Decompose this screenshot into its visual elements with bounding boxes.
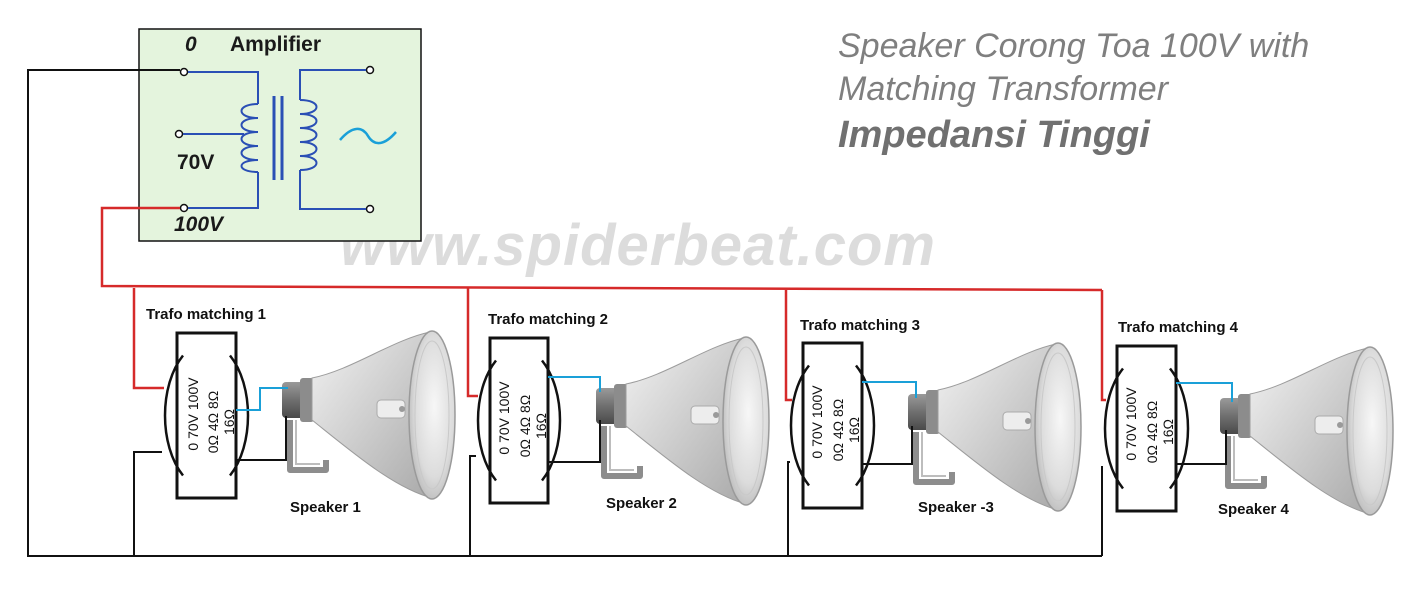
trafo-2-box — [488, 336, 550, 505]
trafo-4-title: Trafo matching 4 — [1118, 319, 1239, 336]
amp-terminal-70v — [174, 129, 184, 139]
trafo-2-primary-coil-icon — [476, 359, 497, 482]
trafo-1-secondary-coil-icon — [229, 354, 250, 477]
amplifier-title: Amplifier — [230, 33, 322, 56]
trafo-2-left-taps: 0 70V 100V — [496, 381, 512, 455]
trafo-3-left-taps: 0 70V 100V — [809, 385, 825, 459]
speaker-1-horn-icon — [282, 331, 455, 499]
amp-terminal-0 — [179, 67, 189, 77]
line-100v-wire — [100, 206, 1106, 402]
trafo-2-right-taps: 0Ω 4Ω 8Ω 16Ω — [517, 394, 549, 458]
trafo-3-title: Trafo matching 3 — [800, 317, 921, 334]
trafo-4-box — [1115, 344, 1178, 513]
header-line-2: Matching Transformer — [838, 70, 1169, 108]
trafo-1-primary-coil-icon — [163, 354, 184, 477]
trafo-4-primary-coil-icon — [1103, 367, 1124, 490]
speaker-4-label: Speaker 4 — [1218, 501, 1289, 518]
speaker-2-label: Speaker 2 — [606, 495, 677, 512]
speaker-3-label: Speaker -3 — [918, 499, 994, 516]
trafo-4-right-taps: 0Ω 4Ω 8Ω 16Ω — [1144, 400, 1176, 464]
trafo-1-box — [175, 331, 238, 500]
speaker-4-horn-icon — [1220, 347, 1393, 515]
trafo-3-secondary-coil-icon — [855, 364, 876, 487]
trafo-3-primary-coil-icon — [789, 364, 810, 487]
amp-terminal-100v — [179, 203, 189, 213]
amp-tap-0-label: 0 — [185, 33, 197, 56]
speaker-signal-wires — [236, 376, 1233, 411]
header-line-3: Impedansi Tinggi — [838, 114, 1150, 156]
common-wire — [27, 69, 1103, 557]
amp-out-terminal-top — [365, 65, 375, 75]
watermark: www.spiderbeat.com — [340, 213, 936, 278]
trafo-1-left-taps: 0 70V 100V — [185, 377, 201, 451]
trafo-3-right-taps: 0Ω 4Ω 8Ω 16Ω — [830, 398, 862, 462]
header-line-1: Speaker Corong Toa 100V with — [838, 27, 1310, 65]
amp-out-terminal-bottom — [365, 204, 375, 214]
trafo-1-right-taps: 0Ω 4Ω 8Ω 16Ω — [205, 390, 237, 454]
amp-transformer — [183, 69, 366, 210]
trafo-2-title: Trafo matching 2 — [488, 311, 609, 328]
speaker-3-horn-icon — [908, 343, 1081, 511]
trafo-3-box — [801, 341, 864, 510]
speaker-2-horn-icon — [596, 337, 769, 505]
trafo-2-secondary-coil-icon — [541, 359, 562, 482]
amp-tap-100v-label: 100V — [174, 213, 224, 236]
trafo-4-left-taps: 0 70V 100V — [1123, 387, 1139, 461]
speaker-return-wires — [236, 416, 1227, 465]
trafo-4-secondary-coil-icon — [1169, 367, 1190, 490]
trafo-1-title: Trafo matching 1 — [146, 306, 267, 323]
signal-wave-icon — [339, 127, 397, 145]
speaker-1-label: Speaker 1 — [290, 499, 361, 516]
trafo-boxes — [163, 331, 1190, 513]
amp-tap-70v-label: 70V — [177, 151, 215, 174]
